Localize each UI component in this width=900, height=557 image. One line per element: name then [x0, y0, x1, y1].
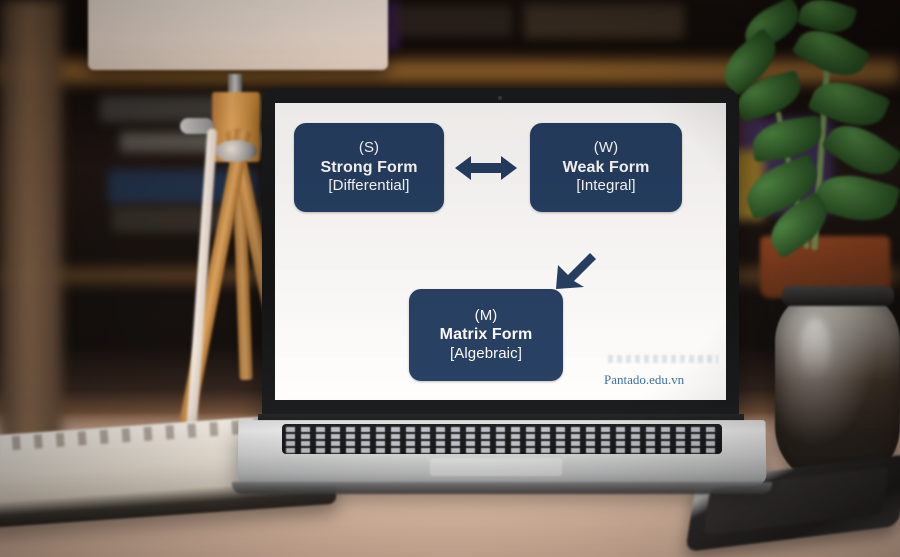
laptop-screen: (S) Strong Form [Differential] (W) Weak … [275, 103, 726, 400]
diagram-canvas: (S) Strong Form [Differential] (W) Weak … [275, 103, 726, 400]
keyboard-row [286, 434, 718, 439]
jar-highlight [800, 318, 830, 380]
node-weak-form-tag: (W) [593, 139, 619, 157]
node-matrix-form-tag: (M) [474, 306, 498, 324]
node-matrix-form[interactable]: (M) Matrix Form [Algebraic] [409, 289, 563, 381]
background-book [392, 6, 512, 36]
diagonal-down-left-arrow-icon [556, 253, 596, 289]
double-headed-arrow-icon [455, 156, 517, 180]
shelf-post [0, 0, 62, 440]
keyboard-row [286, 427, 718, 432]
lamp-shade [88, 0, 388, 70]
watermark-ghost [608, 355, 718, 363]
keyboard-row [286, 441, 718, 446]
node-matrix-form-kind: [Algebraic] [450, 344, 522, 362]
laptop-base-edge [232, 482, 772, 494]
node-strong-form[interactable]: (S) Strong Form [Differential] [294, 123, 444, 212]
lamp-knob [215, 140, 257, 162]
node-matrix-form-name: Matrix Form [439, 326, 533, 344]
webcam-icon [498, 96, 502, 100]
watermark-text: Pantado.edu.vn [604, 372, 685, 387]
node-strong-form-name: Strong Form [320, 158, 418, 176]
lamp-bracket [180, 118, 214, 134]
node-strong-form-tag: (S) [358, 139, 380, 157]
jar-lid [782, 286, 894, 306]
laptop-trackpad[interactable] [430, 458, 562, 476]
keyboard-row [286, 448, 718, 453]
glass-jar [775, 292, 900, 484]
node-weak-form-name: Weak Form [562, 158, 650, 176]
node-weak-form-kind: [Integral] [576, 177, 636, 195]
laptop-keyboard[interactable] [282, 424, 722, 454]
node-strong-form-kind: [Differential] [328, 177, 410, 195]
node-weak-form[interactable]: (W) Weak Form [Integral] [530, 123, 682, 212]
background-book [524, 4, 684, 38]
